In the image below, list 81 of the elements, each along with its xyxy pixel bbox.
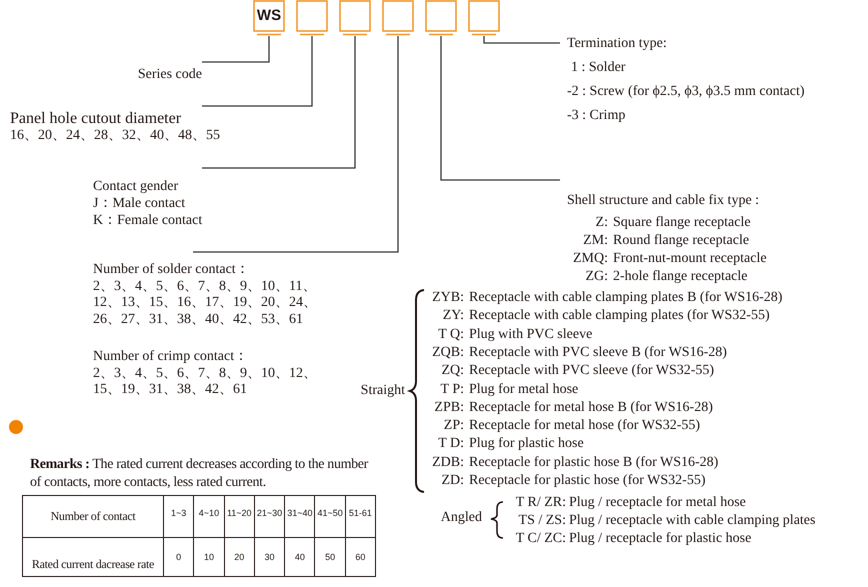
table-cell: 50 <box>314 538 346 576</box>
type-description: 2-hole flange receptacle <box>613 268 748 286</box>
type-description: Plug for plastic hose <box>469 435 584 454</box>
type-code: TS / ZS: <box>518 512 566 530</box>
type-code: ZP: <box>444 417 464 436</box>
type-code: ZG: <box>584 268 608 286</box>
type-code: ZY: <box>442 307 464 326</box>
table-cell: 20 <box>224 538 254 576</box>
table-cell: Rated current dacrease rate <box>22 538 164 576</box>
table-cell: 30 <box>254 538 285 576</box>
type-code: ZYB: <box>432 289 464 307</box>
type-code: ZPB: <box>434 398 464 417</box>
table-cell: 51-61 <box>345 496 376 538</box>
leader-line <box>483 36 560 44</box>
type-description: Receptacle for plastic hose (for WS32-55) <box>469 472 706 490</box>
item-text: 2、3、4、5、6、7、8、9、10、11、12、13、15、16、17、19、20、24、26、27、31、38、40、42、53、61 <box>93 278 318 328</box>
heading-text: Contact gender <box>93 178 180 195</box>
code-box <box>296 0 328 36</box>
leader-line <box>202 36 270 63</box>
type-code: ZQB: <box>432 344 464 362</box>
item-text: Number of crimp contact： <box>93 349 250 366</box>
code-box <box>425 0 457 36</box>
type-code: Z: <box>594 214 608 232</box>
item-text: K：Female contact <box>93 212 202 229</box>
heading-text: Panel hole cutout diameter <box>10 110 182 127</box>
item-text: J：Male contact <box>93 195 186 212</box>
type-description: Receptacle for metal hose (for WS32-55) <box>469 417 700 436</box>
code-box <box>339 0 371 36</box>
type-description: Front-nut-mount receptacle <box>613 250 767 268</box>
type-description: Square flange receptacle <box>613 214 752 232</box>
type-description: Plug for metal hose <box>469 380 578 398</box>
type-code: ZQ: <box>441 362 464 380</box>
table-cell: 4~10 <box>194 496 224 538</box>
leader-line <box>440 36 560 181</box>
group-label: Straight <box>360 382 405 400</box>
type-description: Plug / receptacle for metal hose <box>569 494 746 512</box>
type-code: T P: <box>440 380 464 398</box>
item-text: 1 : Solder <box>571 59 626 76</box>
table-cell: 31~40 <box>284 496 315 538</box>
type-description: Receptacle with PVC sleeve B (for WS16-28) <box>469 344 727 362</box>
type-description: Receptacle with PVC sleeve (for WS32-55) <box>469 362 714 380</box>
group-label: Angled <box>440 509 482 527</box>
remarks-text: Remarks : The rated current decreases according to the number of contacts, more contacts, less rated current. <box>30 456 370 491</box>
heading-text: Shell structure and cable fix type : <box>567 192 760 209</box>
leader-line <box>202 36 313 107</box>
type-code: ZDB: <box>432 454 464 472</box>
table-cell: 21~30 <box>254 496 285 538</box>
leader-line <box>202 36 356 169</box>
type-code: ZM: <box>582 232 608 250</box>
code-box <box>468 0 500 36</box>
item-text: -2 : Screw (for ϕ2.5, ϕ3, ϕ3.5 mm contact) <box>567 83 804 100</box>
code-box <box>382 0 414 36</box>
type-description: Plug / receptacle for plastic hose <box>569 530 752 548</box>
type-description: Plug with PVC sleeve <box>469 326 592 344</box>
item-text: 16、20、24、28、32、40、48、55 <box>10 127 220 144</box>
table-cell: 60 <box>345 538 376 576</box>
label-text: Series code <box>100 62 209 83</box>
type-description: Receptacle for metal hose B (for WS16-28) <box>469 398 713 417</box>
item-text: 2、3、4、5、6、7、8、9、10、12、15、19、31、38、42、61 <box>93 366 318 398</box>
table-cell: 0 <box>164 538 194 576</box>
type-code: ZMQ: <box>572 250 608 268</box>
table-cell: 41~50 <box>314 496 346 538</box>
type-description: Receptacle with cable clamping plates B (for WS16-28) <box>469 289 782 307</box>
table-cell: 10 <box>194 538 224 576</box>
type-code: T C/ ZC: <box>516 530 566 548</box>
type-description: Receptacle for plastic hose B (for WS16-28) <box>469 454 718 472</box>
type-description: Round flange receptacle <box>613 232 750 250</box>
table-cell: 1~3 <box>164 496 194 538</box>
table-cell: 40 <box>284 538 315 576</box>
type-description: Plug / receptacle with cable clamping plates <box>569 512 816 530</box>
type-code: T Q: <box>438 326 464 344</box>
type-code: T R/ ZR: <box>516 494 566 512</box>
table-cell: 11~20 <box>224 496 254 538</box>
type-code: T D: <box>438 435 464 454</box>
heading-text: Number of solder contact： <box>93 262 251 278</box>
type-code: ZD: <box>441 472 464 490</box>
item-text: -3 : Crimp <box>567 107 626 124</box>
leader-line <box>193 36 399 253</box>
type-description: Receptacle with cable clamping plates (for WS32-55) <box>469 307 770 326</box>
heading-text: Termination type: <box>567 35 668 52</box>
table-cell: Number of contact <box>22 496 164 538</box>
